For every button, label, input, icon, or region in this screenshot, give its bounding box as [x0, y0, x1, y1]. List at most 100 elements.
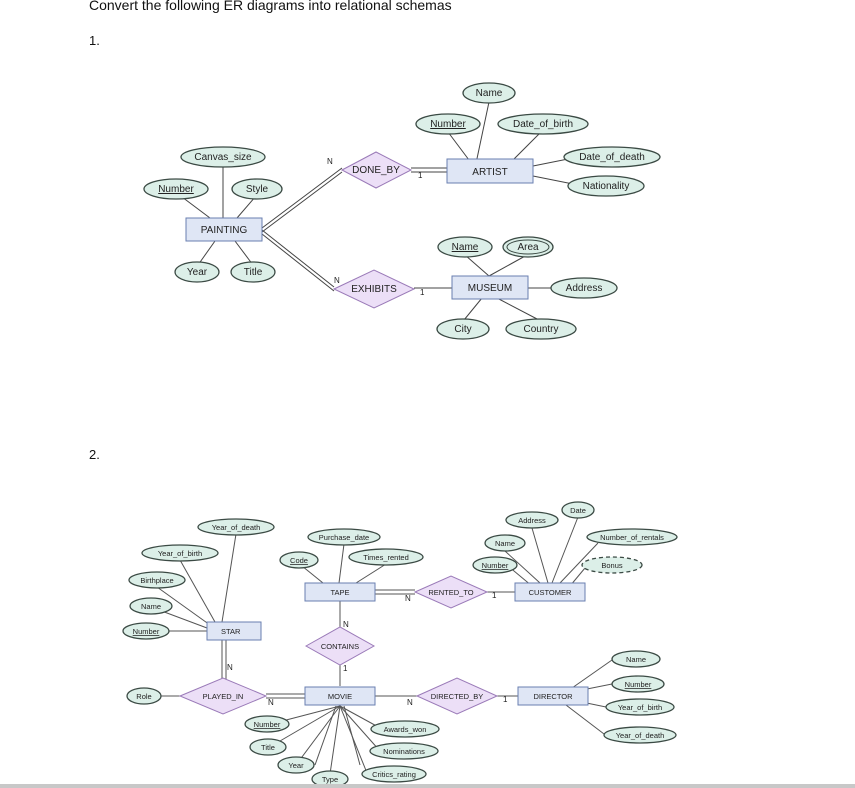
attr-painting-style	[231, 178, 283, 200]
attr-movie-title	[249, 738, 287, 756]
entity-director-label: DIRECTOR	[533, 692, 573, 701]
attr-played-in-role	[126, 687, 162, 705]
attr-movie-type-label: Type	[322, 775, 338, 784]
attr-painting-canvas-size	[180, 146, 266, 168]
attr-artist-nationality-label: Nationality	[583, 181, 630, 192]
rel-done-by-label: DONE_BY	[352, 165, 400, 176]
attr-museum-name	[437, 236, 493, 258]
rel-exhibits	[332, 269, 416, 309]
attr-artist-name-label: Name	[476, 88, 503, 99]
attr-star-yob-label: Year_of_birth	[158, 549, 202, 558]
attr-painting-title-label: Title	[244, 267, 263, 278]
attr-customer-number-label: Number	[482, 561, 509, 570]
bottom-scroll-edge	[0, 784, 855, 788]
entity-artist	[446, 158, 534, 184]
attr-museum-country	[505, 318, 577, 340]
attr-customer-bonus-label: Bonus	[601, 561, 623, 570]
entity-painting-label: PAINTING	[201, 225, 248, 236]
rel-rented-to-label: RENTED_TO	[428, 588, 473, 597]
attr-artist-dob-label: Date_of_birth	[513, 119, 573, 130]
attr-artist-dod	[563, 146, 661, 168]
question-number-2: 2.	[89, 447, 100, 462]
attr-movie-awards-won-label: Awards_won	[384, 725, 427, 734]
attr-artist-dod-label: Date_of_death	[579, 152, 645, 163]
attr-museum-country-label: Country	[523, 324, 558, 335]
attr-artist-number	[415, 113, 481, 135]
rel-exhibits-label: EXHIBITS	[351, 284, 397, 295]
attr-tape-purchase-date	[307, 528, 381, 546]
entity-tape	[304, 582, 376, 602]
attr-museum-address	[550, 277, 618, 299]
attr-painting-year-label: Year	[187, 267, 208, 278]
rel-directed-by	[415, 677, 499, 715]
attr-tape-times-rented-label: Times_rented	[363, 553, 409, 562]
page-heading: Convert the following ER diagrams into r…	[89, 0, 452, 13]
attr-director-yod	[603, 726, 677, 744]
attr-customer-number-of-rentals	[586, 528, 678, 546]
attr-customer-number	[472, 556, 518, 574]
attr-customer-address	[505, 511, 559, 529]
attr-museum-address-label: Address	[566, 283, 603, 294]
attr-museum-area-inner	[506, 239, 550, 255]
attr-star-name	[129, 597, 173, 615]
attr-tape-purchase-date-label: Purchase_date	[319, 533, 369, 542]
attr-star-yob	[141, 544, 219, 562]
attr-director-yob	[605, 698, 675, 716]
attr-movie-nominations	[369, 742, 439, 760]
entity-artist-label: ARTIST	[472, 167, 507, 178]
attr-customer-name	[484, 534, 526, 552]
rel-played-in-label: PLAYED_IN	[203, 692, 244, 701]
attr-painting-year	[174, 261, 220, 283]
attr-star-birthplace-label: Birthplace	[140, 576, 173, 585]
attr-artist-number-label: Number	[430, 119, 466, 130]
attr-artist-nationality	[567, 175, 645, 197]
question-number-1: 1.	[89, 33, 100, 48]
card-rented-to-1: 1	[492, 591, 497, 600]
card-directed-by-n: N	[407, 698, 413, 707]
attr-star-number	[122, 622, 170, 640]
card-exhibits-1: 1	[420, 288, 425, 297]
card-contains-1: 1	[343, 664, 348, 673]
rel-done-by	[340, 151, 413, 189]
card-rented-to-n: N	[405, 594, 411, 603]
attr-movie-year	[277, 756, 315, 774]
attr-tape-code-label: Code	[290, 556, 308, 565]
card-exhibits-n: N	[334, 276, 340, 285]
attr-director-yod-label: Year_of_death	[616, 731, 665, 740]
attr-movie-critics-rating-label: Critics_rating	[372, 770, 416, 779]
attr-director-number-label: Number	[625, 680, 652, 689]
attr-movie-number	[244, 715, 290, 733]
entity-customer-label: CUSTOMER	[529, 588, 572, 597]
attr-movie-title-label: Title	[261, 743, 275, 752]
entity-movie-label: MOVIE	[328, 692, 352, 701]
attr-painting-style-label: Style	[246, 184, 269, 195]
attr-director-yob-label: Year_of_birth	[618, 703, 662, 712]
attr-director-number	[611, 675, 665, 693]
attr-customer-date	[561, 501, 595, 519]
attr-movie-number-label: Number	[254, 720, 281, 729]
attr-star-yod	[197, 518, 275, 536]
card-done-by-n: N	[327, 157, 333, 166]
attr-museum-name-label: Name	[452, 242, 479, 253]
entity-tape-label: TAPE	[330, 588, 349, 597]
entity-customer	[514, 582, 586, 602]
attr-painting-canvas-size-label: Canvas_size	[194, 152, 252, 163]
attr-painting-number	[143, 178, 209, 200]
attr-tape-times-rented	[348, 548, 424, 566]
rel-rented-to	[413, 575, 489, 609]
card-played-in-n-right: N	[268, 698, 274, 707]
card-contains-n: N	[343, 620, 349, 629]
card-played-in-n-top: N	[227, 663, 233, 672]
attr-customer-name-label: Name	[495, 539, 515, 548]
entity-museum-label: MUSEUM	[468, 283, 512, 294]
attr-customer-date-label: Date	[570, 506, 586, 515]
attr-director-name-label: Name	[626, 655, 646, 664]
rel-contains	[304, 626, 376, 666]
attr-museum-area-label: Area	[517, 242, 539, 253]
attr-tape-code	[279, 551, 319, 569]
d1-connectors	[181, 101, 579, 321]
entity-star-label: STAR	[221, 627, 241, 636]
attr-artist-name	[462, 82, 516, 104]
attr-movie-year-label: Year	[288, 761, 304, 770]
